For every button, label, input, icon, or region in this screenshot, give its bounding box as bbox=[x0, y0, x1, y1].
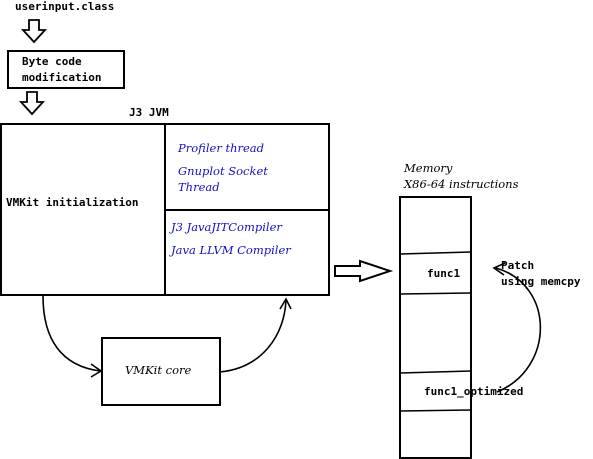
curve-to-jvm-arrowhead bbox=[279, 297, 292, 310]
profiler-thread-label: Profiler thread bbox=[177, 141, 264, 155]
memory-title: Memory bbox=[403, 161, 453, 175]
down-arrow-1 bbox=[20, 19, 48, 44]
patch-curve-arrowhead bbox=[492, 262, 506, 276]
java-llvm-compiler-label: Java LLVM Compiler bbox=[169, 243, 292, 257]
memory-subtitle: X86-64 instructions bbox=[403, 177, 519, 191]
bytecode-line-2: modification bbox=[22, 71, 101, 84]
curve-to-core bbox=[42, 295, 101, 372]
gnuplot-socket-label: Gnuplot Socket bbox=[178, 164, 268, 178]
patch-label-2: using memcpy bbox=[501, 275, 581, 288]
patch-curve bbox=[495, 267, 542, 393]
memory-divider-4 bbox=[399, 409, 472, 412]
vmkit-core-box bbox=[101, 337, 221, 406]
vmkit-init-label: VMKit initialization bbox=[6, 196, 138, 209]
bytecode-box bbox=[7, 50, 125, 89]
func1-label: func1 bbox=[427, 267, 460, 280]
right-arrow-to-memory bbox=[334, 259, 394, 283]
curve-to-jvm bbox=[219, 298, 287, 373]
down-arrow-2 bbox=[18, 91, 46, 116]
input-file-label: userinput.class bbox=[15, 0, 114, 13]
thread-label: Thread bbox=[178, 180, 220, 194]
memory-divider-3 bbox=[399, 370, 472, 374]
vmkit-core-label: VMKit core bbox=[125, 363, 191, 377]
patch-label-1: Patch bbox=[501, 259, 534, 272]
memory-box bbox=[399, 196, 472, 459]
memory-divider-1 bbox=[399, 251, 472, 255]
func1-optimized-label: func1_optimized bbox=[424, 385, 523, 398]
jvm-title: J3 JVM bbox=[129, 106, 169, 119]
memory-divider-2 bbox=[399, 292, 472, 295]
j3-jit-compiler-label: J3 JavaJITCompiler bbox=[169, 220, 283, 234]
bytecode-line-1: Byte code bbox=[22, 55, 82, 68]
